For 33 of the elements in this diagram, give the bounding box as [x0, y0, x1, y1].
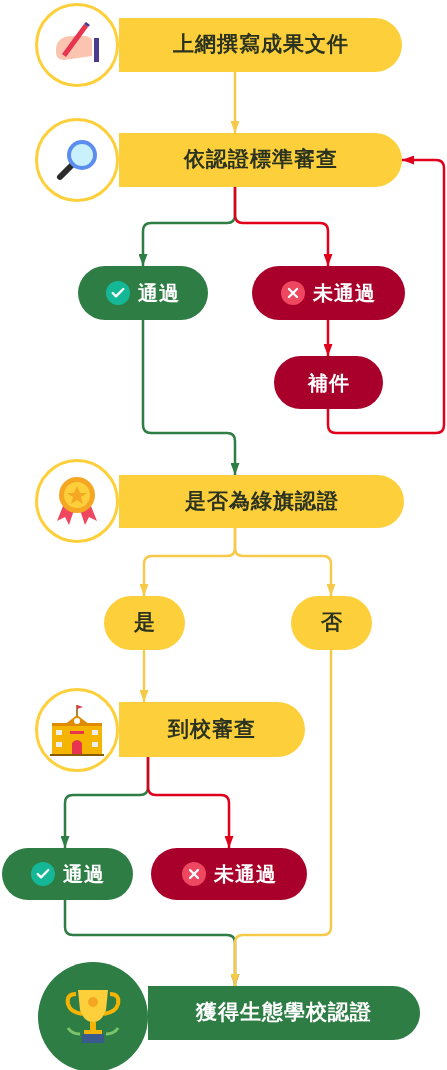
step-label: 依認證標準審查 — [183, 147, 338, 173]
arrow — [139, 650, 149, 702]
process-pill — [274, 356, 383, 409]
arrow — [326, 155, 446, 435]
step-label: 獲得生態學校認證 — [196, 1000, 372, 1026]
process-pill — [119, 702, 305, 757]
arrow — [141, 320, 240, 475]
step-label: 到校審查 — [168, 716, 256, 743]
process-pill — [2, 848, 133, 900]
process-pill — [104, 596, 185, 650]
step-label: 未通過 — [213, 862, 277, 886]
process-pill — [252, 266, 405, 320]
step-label: 通過 — [62, 862, 105, 886]
step-label: 是否為綠旗認證 — [184, 488, 339, 515]
process-pill — [78, 266, 208, 320]
process-pill — [148, 986, 420, 1040]
step-label: 上網撰寫成果文件 — [172, 32, 349, 58]
step-label: 否 — [320, 610, 343, 636]
step-label: 補件 — [307, 370, 350, 395]
step-label: 未通過 — [313, 281, 376, 305]
process-pill — [119, 18, 402, 72]
arrow — [323, 320, 333, 356]
process-pill — [119, 475, 404, 528]
arrow — [233, 528, 336, 596]
step-label: 通過 — [138, 281, 180, 305]
arrow — [230, 72, 240, 133]
process-pill — [291, 596, 372, 650]
arrow — [146, 757, 234, 848]
arrow — [233, 187, 333, 266]
arrow — [230, 650, 333, 986]
process-pill — [119, 133, 402, 187]
step-label: 是 — [133, 610, 156, 636]
process-pill — [151, 848, 307, 900]
